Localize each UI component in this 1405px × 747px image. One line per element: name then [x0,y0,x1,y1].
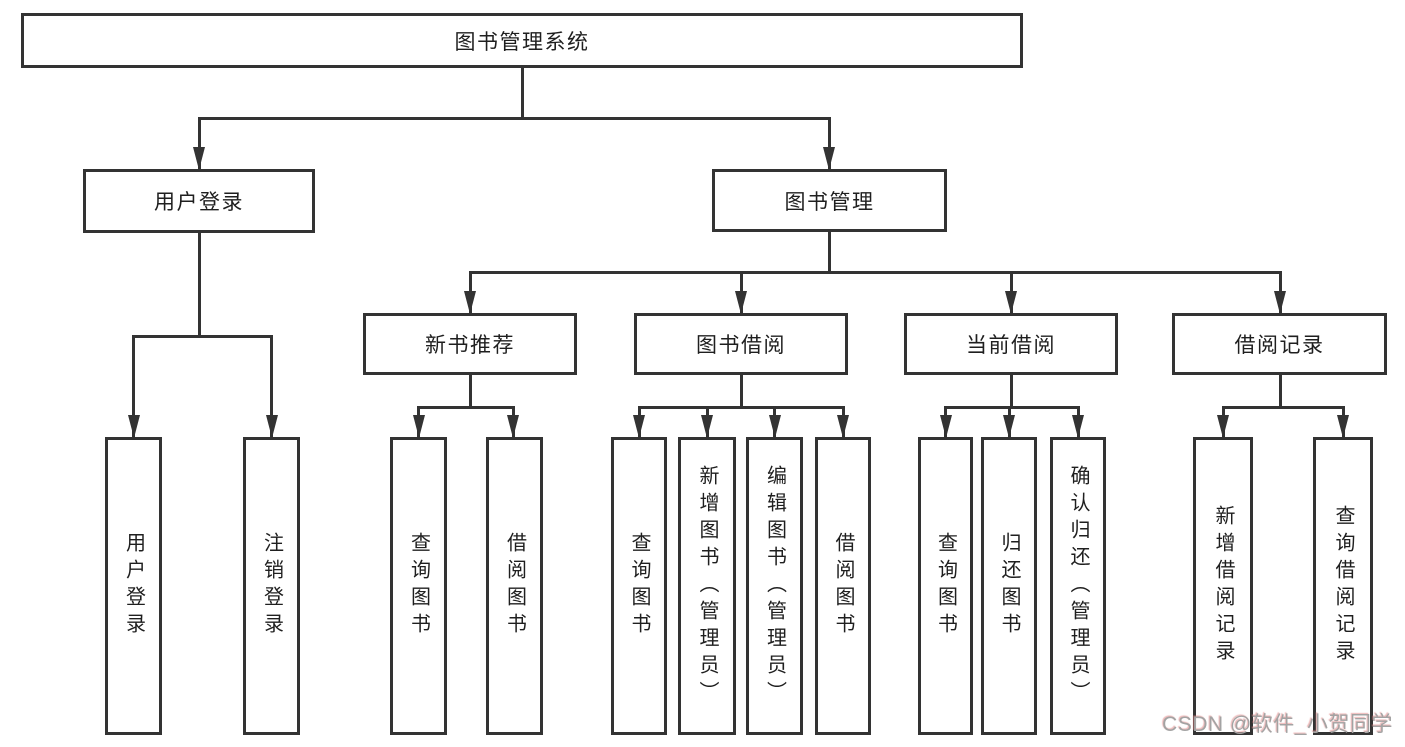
connector-arrow-logout [270,335,273,437]
node-borrow-records: 借阅记录 [1172,313,1387,375]
connector-user-login-stem [197,233,201,336]
node-label: 查询图书 [628,532,650,640]
node-label: 用户登录 [154,191,244,214]
node-current-borrow: 当前借阅 [904,313,1118,375]
node-bb-edit-books-admin: 编辑图书（管理员） [746,437,803,735]
node-label: 新增借阅记录 [1212,505,1234,667]
connector-root-stem [520,68,524,118]
node-label: 编辑图书（管理员） [763,464,786,708]
connector-arrow-cb-query [944,406,947,437]
node-label: 新增图书（管理员） [696,464,718,708]
connector-bb-branch [637,405,845,409]
connector-arrow-bb-borrow [841,406,845,437]
connector-arrow-br-query [1341,406,1345,437]
node-nb-query-books: 查询图书 [390,437,447,735]
connector-book-management-branch [468,270,1282,274]
node-label: 查询图书 [934,532,957,640]
connector-bb-stem [739,375,743,407]
node-label: 确认归还（管理员） [1067,464,1089,708]
node-label: 借阅记录 [1234,334,1325,357]
node-label: 注销登录 [260,532,283,640]
node-cb-return-books: 归还图书 [981,437,1037,735]
connector-arrow-cb-confirm [1076,406,1080,437]
node-br-query-record: 查询借阅记录 [1313,437,1373,735]
connector-arrow-user-login [197,118,201,169]
connector-root-branch [197,117,831,120]
node-label: 图书管理 [784,190,875,214]
connector-user-login-branch [132,334,273,338]
connector-arrow-new-book-recommend [468,271,472,313]
connector-arrow-nb-borrow [511,406,515,437]
node-label: 用户登录 [122,532,145,640]
connector-arrow-current-borrow [1009,271,1013,313]
csdn-watermark: CSDN @软件_小贺同学 [1162,713,1393,736]
node-label: 借阅图书 [832,532,854,640]
node-label: 当前借阅 [966,334,1056,357]
node-label: 借阅图书 [503,532,526,640]
node-bb-add-books-admin: 新增图书（管理员） [678,437,736,735]
node-book-management: 图书管理 [712,169,947,232]
node-bb-borrow-books: 借阅图书 [815,437,871,735]
connector-book-management-stem [827,232,831,272]
node-nb-borrow-books: 借阅图书 [486,437,543,735]
node-label: 归还图书 [998,532,1020,640]
connector-arrow-borrow-records [1278,271,1282,313]
node-bb-query-books: 查询图书 [611,437,667,735]
connector-arrow-book-management [827,118,831,169]
node-label: 新书推荐 [425,334,515,357]
connector-br-branch [1221,405,1345,409]
connector-arrow-nb-query [417,406,420,437]
node-br-add-record: 新增借阅记录 [1193,437,1253,735]
node-user-login-leaf: 用户登录 [105,437,162,735]
node-new-book-recommend: 新书推荐 [363,313,577,375]
connector-arrow-bb-add [705,406,709,437]
connector-nb-branch [417,405,515,409]
connector-arrow-book-borrow [739,271,743,313]
connector-arrow-br-add [1221,406,1225,437]
connector-br-stem [1278,375,1282,407]
node-logout: 注销登录 [243,437,300,735]
node-book-borrow: 图书借阅 [634,313,848,375]
node-label: 图书管理系统 [454,30,590,54]
connector-nb-stem [468,375,472,407]
connector-arrow-cb-return [1007,406,1011,437]
node-cb-confirm-return-admin: 确认归还（管理员） [1050,437,1106,735]
node-cb-query-books: 查询图书 [918,437,973,735]
connector-arrow-bb-edit [773,406,776,437]
connector-cb-branch [944,405,1080,409]
node-user-login: 用户登录 [83,169,315,233]
connector-cb-stem [1009,375,1013,407]
node-label: 查询借阅记录 [1332,505,1354,667]
node-library-system: 图书管理系统 [21,13,1023,68]
node-label: 图书借阅 [696,334,786,357]
connector-arrow-user-login-leaf [132,335,135,437]
node-label: 查询图书 [407,532,430,640]
connector-arrow-bb-query [637,406,641,437]
